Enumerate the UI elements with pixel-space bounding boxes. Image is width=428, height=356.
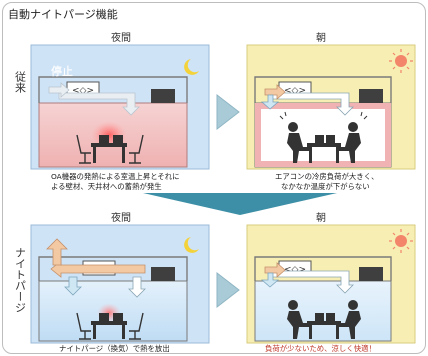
airflow-arrow-icon (260, 84, 354, 116)
office-chair-icon (76, 134, 144, 164)
diagram-frame: 自動ナイトパージ機能 従来 ナイトパージ 夜間 朝 <◇> 停止 (2, 2, 426, 354)
svg-text:<◇>: <◇> (284, 86, 306, 96)
airflow-arrow-icon (260, 262, 354, 294)
caption-night-purge-morning: 負荷が少ないため、涼しく快適！ (265, 344, 376, 353)
panel-night-purge-morning: <◇> (246, 224, 416, 344)
heading-night-conventional: 夜間 (111, 31, 131, 44)
panel-conventional-night: <◇> 停止 (30, 44, 210, 170)
desk-icon (307, 135, 341, 163)
svg-text:従来: 従来 (14, 71, 27, 93)
caption-conventional-night-2: よる壁材、天井材への蓄熱が発生 (51, 182, 162, 191)
row-label-conventional: 従来 (14, 71, 27, 93)
sun-icon (389, 229, 413, 253)
caption-night-purge-night: ナイトパージ（換気）で熱を放出 (59, 344, 170, 353)
panel-night-purge-night: <◇> (30, 224, 210, 344)
desk-icon (91, 313, 127, 339)
transition-arrow-night-purge (216, 271, 240, 309)
caption-conventional-morning-2: なかなか温度が下がらない (281, 182, 370, 191)
moon-icon (184, 237, 199, 253)
airflow-arrow-icon (48, 82, 140, 116)
svg-text:ナイトパージ: ナイトパージ (14, 247, 27, 313)
sun-icon (389, 49, 413, 73)
desk-icon (91, 135, 127, 163)
person-icon (287, 122, 361, 163)
svg-text:<◇>: <◇> (284, 265, 306, 275)
row-transition-arrow (143, 193, 337, 215)
caption-conventional-morning-1: エアコンの冷房負荷が大きく、 (275, 172, 378, 181)
heading-morning-conventional: 朝 (316, 32, 326, 44)
night-purge-diagram: 自動ナイトパージ機能 従来 ナイトパージ 夜間 朝 <◇> 停止 (8, 7, 416, 353)
heading-night-purge-morning: 朝 (316, 212, 326, 224)
desk-icon (307, 313, 341, 339)
caption-conventional-night-1: OA機器の発熱による室温上昇とそれに (51, 172, 180, 181)
panel-conventional-morning: <◇> (246, 44, 416, 170)
moon-icon (184, 59, 199, 75)
transition-arrow-conventional (216, 93, 240, 131)
office-chair-icon (76, 312, 144, 340)
person-icon (287, 300, 361, 339)
stop-label: 停止 (51, 64, 73, 78)
diagram-title: 自動ナイトパージ機能 (8, 7, 118, 21)
airflow-arrow-icon (46, 238, 146, 298)
heading-night-purge-night: 夜間 (111, 211, 131, 224)
svg-text:<◇>: <◇> (72, 86, 94, 96)
row-label-night-purge: ナイトパージ (14, 247, 27, 313)
